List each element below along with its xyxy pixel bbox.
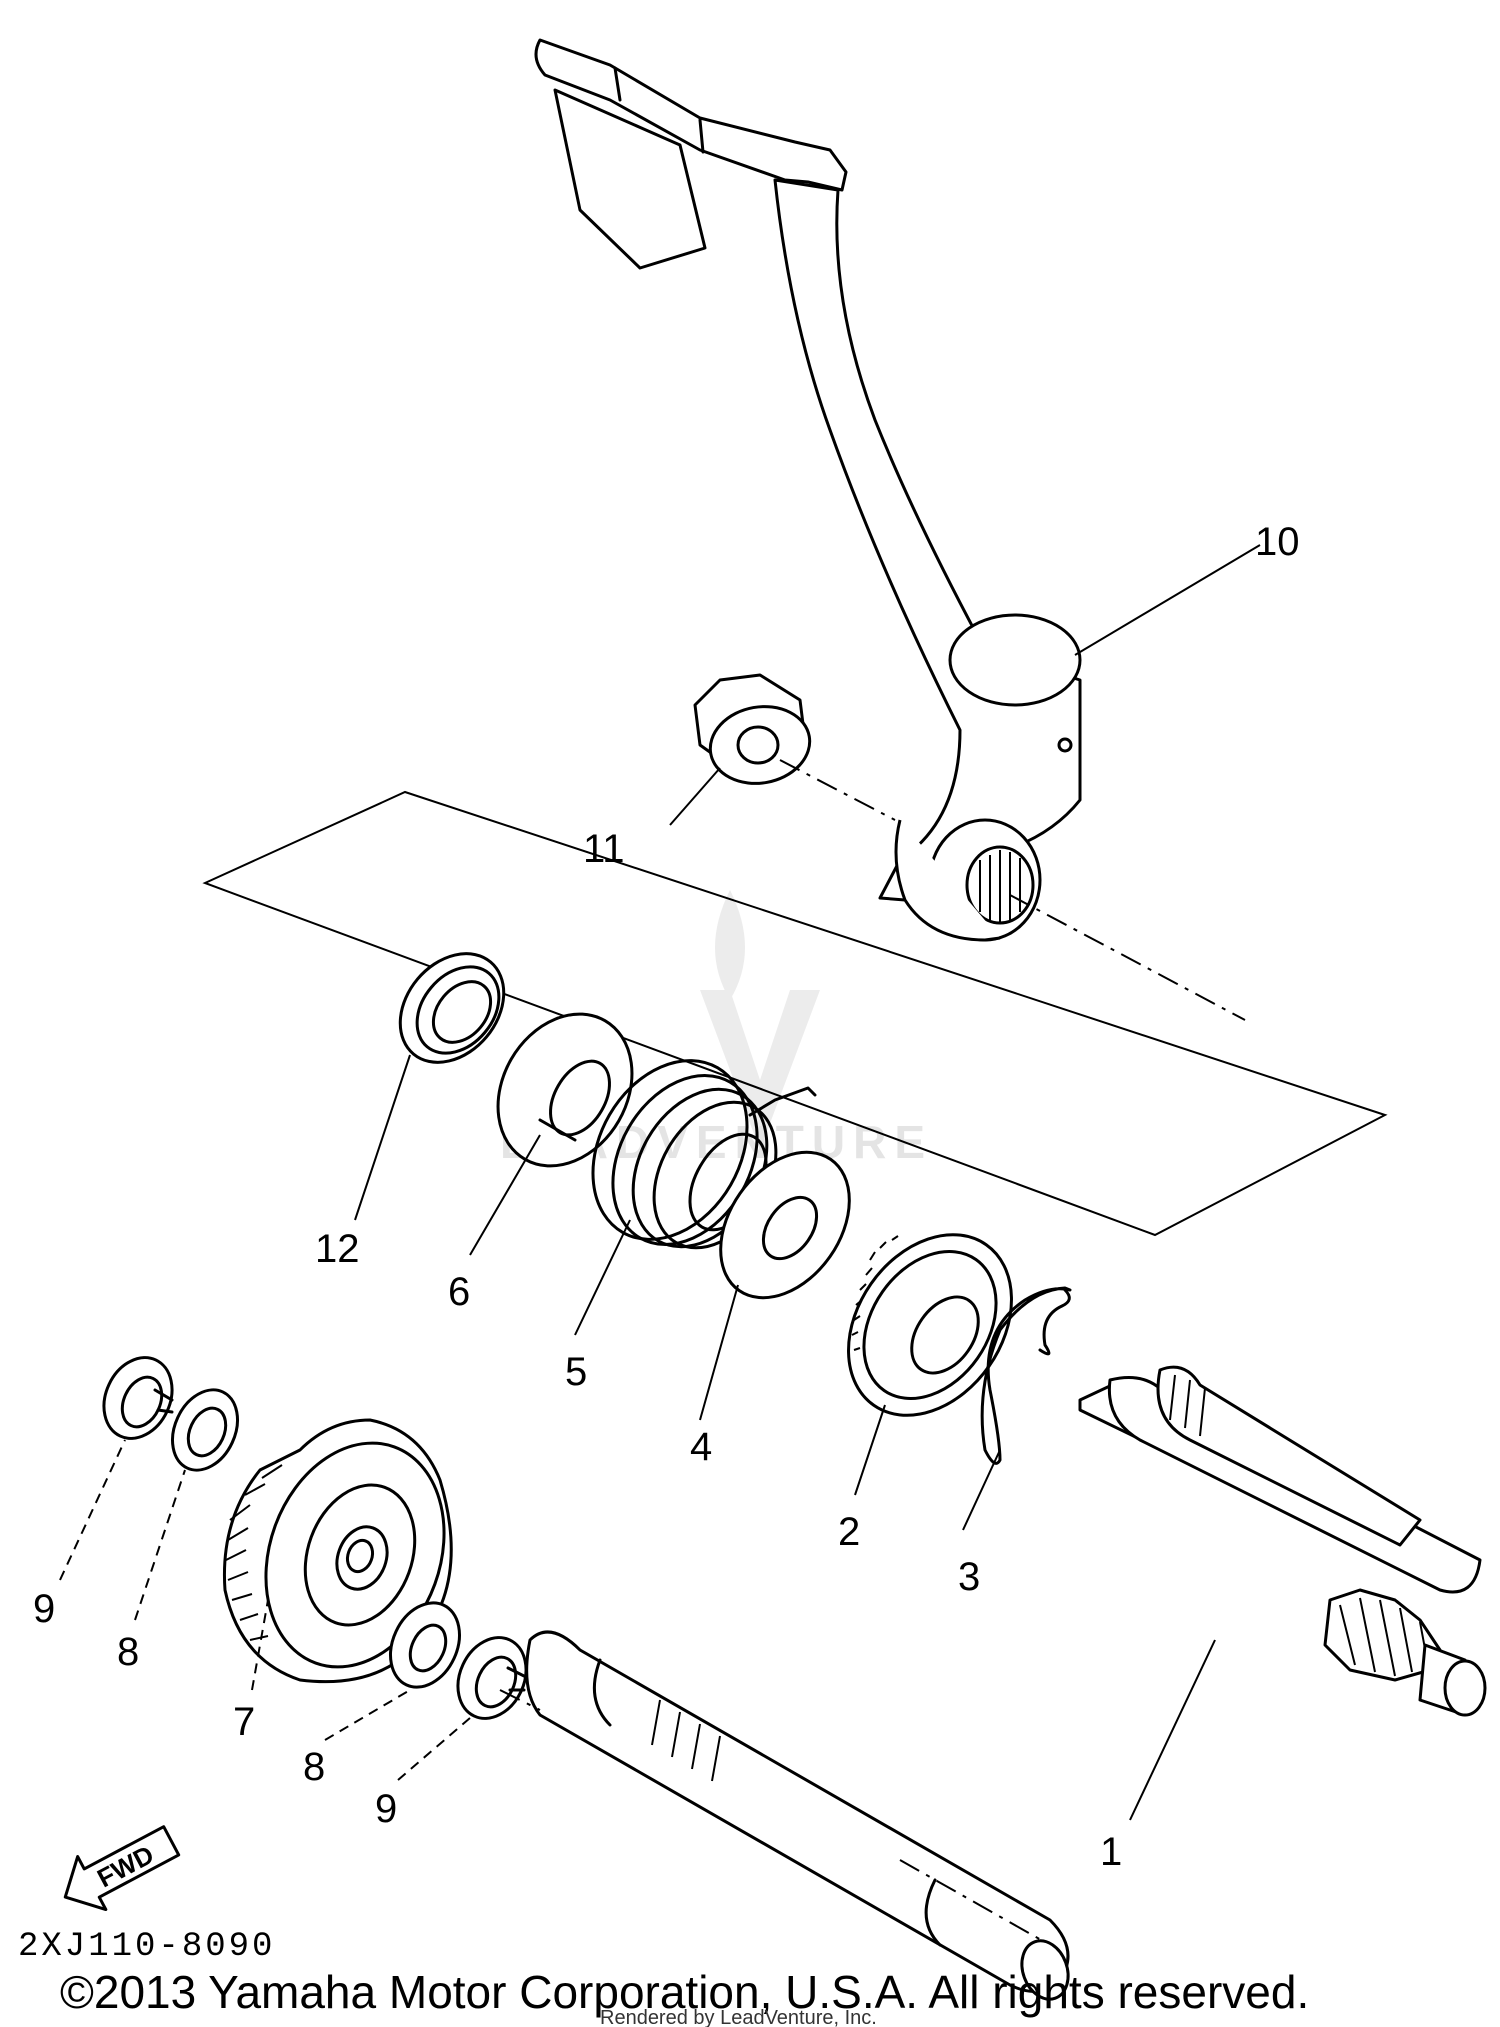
oil-seal-part xyxy=(398,952,506,1064)
spring-guide-part xyxy=(496,1012,634,1168)
callout-10: 10 xyxy=(1255,520,1300,564)
kick-axle-part xyxy=(1078,1365,1487,1717)
callout-8-right: 8 xyxy=(303,1745,325,1789)
fwd-arrow-icon: FWD xyxy=(63,1825,181,1912)
washer-4-part xyxy=(719,1150,851,1300)
nut-part xyxy=(693,673,812,785)
idler-gear-part xyxy=(222,1418,453,1684)
circlip-9-left-part xyxy=(102,1356,174,1440)
washer-8-right-part xyxy=(389,1601,461,1689)
crank-axis-line xyxy=(779,759,1246,1021)
circlip-9-right-part xyxy=(456,1636,528,1720)
callout-7: 7 xyxy=(233,1700,255,1744)
subassembly-frame xyxy=(202,790,1388,1237)
callout-9-right: 9 xyxy=(375,1787,397,1831)
callout-1: 1 xyxy=(1100,1830,1122,1874)
lower-axis-line xyxy=(499,1689,541,1711)
callout-8-left: 8 xyxy=(117,1630,139,1674)
callout-labels: 10 11 12 6 5 4 2 3 1 9 8 7 8 9 xyxy=(33,520,1300,1874)
washer-8-left-part xyxy=(171,1388,239,1472)
callout-4: 4 xyxy=(690,1425,712,1469)
leader-lines xyxy=(59,544,1261,1821)
callout-6: 6 xyxy=(448,1270,470,1314)
ratchet-wheel-part xyxy=(847,1233,1013,1417)
callout-3: 3 xyxy=(958,1555,980,1599)
callout-11: 11 xyxy=(583,827,625,871)
rendered-by-notice: Rendered by LeadVenture, Inc. xyxy=(600,2007,877,2027)
callout-9-left: 9 xyxy=(33,1587,55,1631)
flame-watermark-icon xyxy=(715,890,745,1000)
kick-crank-part xyxy=(534,38,1082,942)
copyright-notice: ©2013 Yamaha Motor Corporation, U.S.A. A… xyxy=(60,1966,1309,2018)
callout-12: 12 xyxy=(315,1227,360,1271)
callout-5: 5 xyxy=(565,1350,587,1394)
diagram-code: 2XJ110-8090 xyxy=(18,1928,275,1966)
circlip-part xyxy=(980,1286,1072,1465)
v-watermark-icon xyxy=(700,990,820,1150)
idler-shaft-part xyxy=(525,1630,1070,2001)
callout-2: 2 xyxy=(838,1510,860,1554)
